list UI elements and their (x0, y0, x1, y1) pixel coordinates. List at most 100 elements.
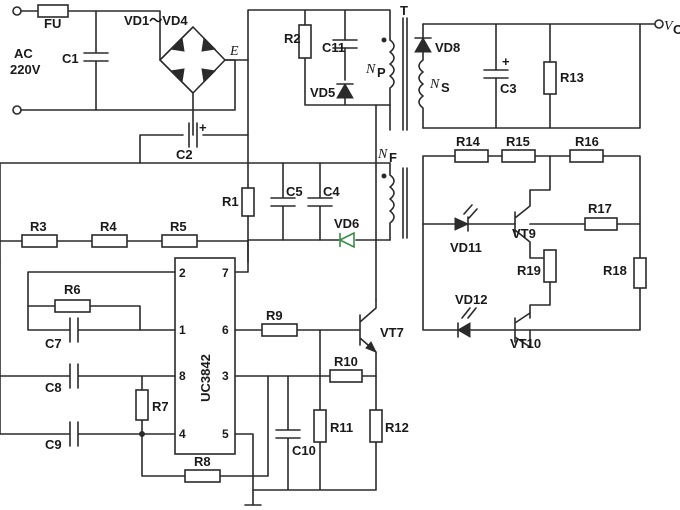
label-bridge: VD1～VD4 (124, 13, 188, 28)
resistor-r11 (313, 409, 327, 443)
bridge-diode-4 (201, 68, 217, 84)
transistor-vt9 (514, 155, 641, 259)
label-c8: C8 (45, 380, 62, 395)
label-c1: C1 (62, 51, 79, 66)
resistor-r17 (584, 217, 618, 231)
ac-terminal-bottom (12, 105, 22, 115)
transistor-vt10 (514, 312, 531, 348)
label-r15: R15 (506, 134, 530, 149)
capacitor-c4 (307, 162, 333, 241)
resistor-r1 (241, 187, 255, 217)
label-r11: R11 (330, 420, 353, 435)
pin-3: 3 (222, 369, 229, 383)
aux-section (0, 162, 391, 263)
label-ns-sub: S (441, 80, 450, 95)
controller-section (0, 234, 383, 506)
label-r8: R8 (194, 454, 211, 469)
label-c4: C4 (323, 184, 340, 199)
label-ac-voltage: 220V (10, 62, 41, 77)
resistor-r7 (135, 389, 149, 421)
component-labels: FU VD1～VD4 AC 220V C1 C2 + E R2 C11 N P … (10, 3, 680, 469)
label-r1: R1 (222, 194, 239, 209)
resistor-r14 (454, 149, 489, 163)
pin7-wire (234, 240, 249, 273)
drain-wire (375, 104, 391, 301)
label-r18: R18 (603, 263, 627, 278)
label-chip: UC3842 (198, 354, 213, 402)
resistor-r12 (369, 409, 383, 443)
aux-top-wire (0, 162, 391, 263)
winding-ns (418, 23, 424, 129)
label-nf-sub: F (389, 150, 397, 165)
label-vt9: VT9 (512, 226, 536, 241)
resistor-r10 (329, 369, 363, 383)
label-ac: AC (14, 46, 33, 61)
resistor-r2 (298, 24, 312, 59)
winding-nf (389, 162, 395, 241)
bridge-diode-2 (201, 36, 217, 52)
pin-5: 5 (222, 427, 229, 441)
pin-7: 7 (222, 266, 229, 280)
fuse-fu (37, 4, 69, 18)
label-t: T (400, 3, 408, 18)
label-r6: R6 (64, 282, 81, 297)
resistor-r6 (54, 299, 91, 313)
label-vd11: VD11 (450, 240, 482, 255)
label-vd6: VD6 (334, 216, 359, 231)
ac-terminal-top (12, 6, 22, 16)
label-ns: N (429, 77, 440, 92)
resistor-r15 (501, 149, 536, 163)
label-vd5: VD5 (310, 85, 335, 100)
label-c7: C7 (45, 336, 62, 351)
label-vt10: VT10 (510, 336, 541, 351)
label-c9: C9 (45, 437, 62, 452)
label-r10: R10 (334, 354, 358, 369)
resistor-r13 (543, 61, 557, 95)
transformer-core-aux (402, 167, 408, 239)
bridge-rectifier (159, 26, 226, 94)
capacitor-c3 (483, 69, 509, 79)
label-r7: R7 (152, 399, 169, 414)
label-c3: C3 (500, 81, 517, 96)
primary-wires (247, 9, 391, 164)
capacitor-c9 (0, 421, 176, 447)
transformer-core (402, 17, 408, 131)
led-vd12 (457, 322, 471, 338)
output-wires (422, 23, 656, 129)
label-vd12: VD12 (455, 292, 488, 307)
label-vt7: VT7 (380, 325, 404, 340)
label-fu: FU (44, 16, 61, 31)
resistor-r4 (91, 234, 128, 248)
label-c11: C11 (322, 40, 345, 55)
pin-2: 2 (179, 266, 186, 280)
label-r12: R12 (385, 420, 409, 435)
label-np: N (365, 62, 376, 77)
capacitor-c2 (139, 92, 249, 164)
diode-vd5 (336, 82, 354, 99)
label-r14: R14 (456, 134, 481, 149)
winding-np (389, 39, 395, 106)
label-node-e: E (229, 44, 239, 59)
pin-8: 8 (179, 369, 186, 383)
label-r19: R19 (517, 263, 541, 278)
label-np-sub: P (377, 65, 386, 80)
bridge-diode-1 (169, 36, 185, 52)
label-r5: R5 (170, 219, 187, 234)
pin-1: 1 (179, 323, 186, 337)
secondary-section (414, 19, 664, 348)
label-vo: V (664, 19, 674, 34)
capacitor-c8 (0, 363, 176, 389)
chip-uc3842 (174, 257, 236, 455)
bridge-diode-3 (169, 68, 185, 84)
label-vd8: VD8 (435, 40, 460, 55)
diode-vd8 (414, 36, 432, 53)
pin2-r6-loop (27, 271, 176, 331)
diode-vd6 (338, 231, 355, 249)
label-r16: R16 (575, 134, 599, 149)
label-r9: R9 (266, 308, 283, 323)
resistor-r8 (184, 469, 221, 483)
label-r2: R2 (284, 31, 301, 46)
label-r17: R17 (588, 201, 612, 216)
feedback-frame (422, 155, 641, 331)
